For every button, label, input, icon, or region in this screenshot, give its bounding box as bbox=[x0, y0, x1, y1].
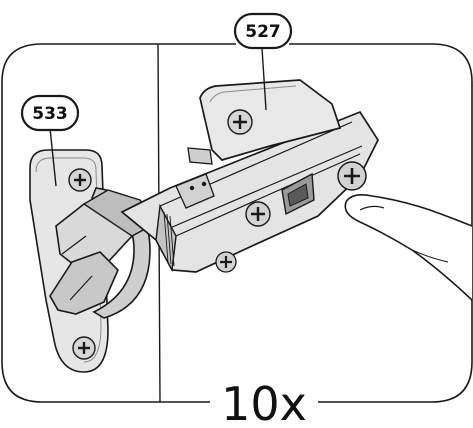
door-plate-screw-top bbox=[68, 168, 92, 192]
callout-label-527: 527 bbox=[245, 22, 281, 42]
frame-border bbox=[1, 43, 473, 403]
quantity-label: 10x bbox=[221, 377, 307, 428]
callout-cabinet-plate: 527 bbox=[233, 12, 293, 111]
arm-adjust-screw-right bbox=[337, 161, 367, 191]
hinge-knuckle-ribs bbox=[163, 211, 175, 267]
hand-pressing bbox=[344, 194, 473, 301]
callout-label-533: 533 bbox=[32, 104, 68, 124]
adjustment-slot bbox=[281, 172, 315, 216]
arm-lower-screw bbox=[215, 251, 237, 273]
cabinet-plate-screw bbox=[227, 109, 253, 135]
callout-door-plate: 533 bbox=[20, 94, 80, 187]
arm-adjust-screw-left bbox=[245, 201, 271, 227]
door-plate-screw-bottom bbox=[72, 336, 96, 360]
cabinet-mounting-plate bbox=[187, 79, 342, 165]
